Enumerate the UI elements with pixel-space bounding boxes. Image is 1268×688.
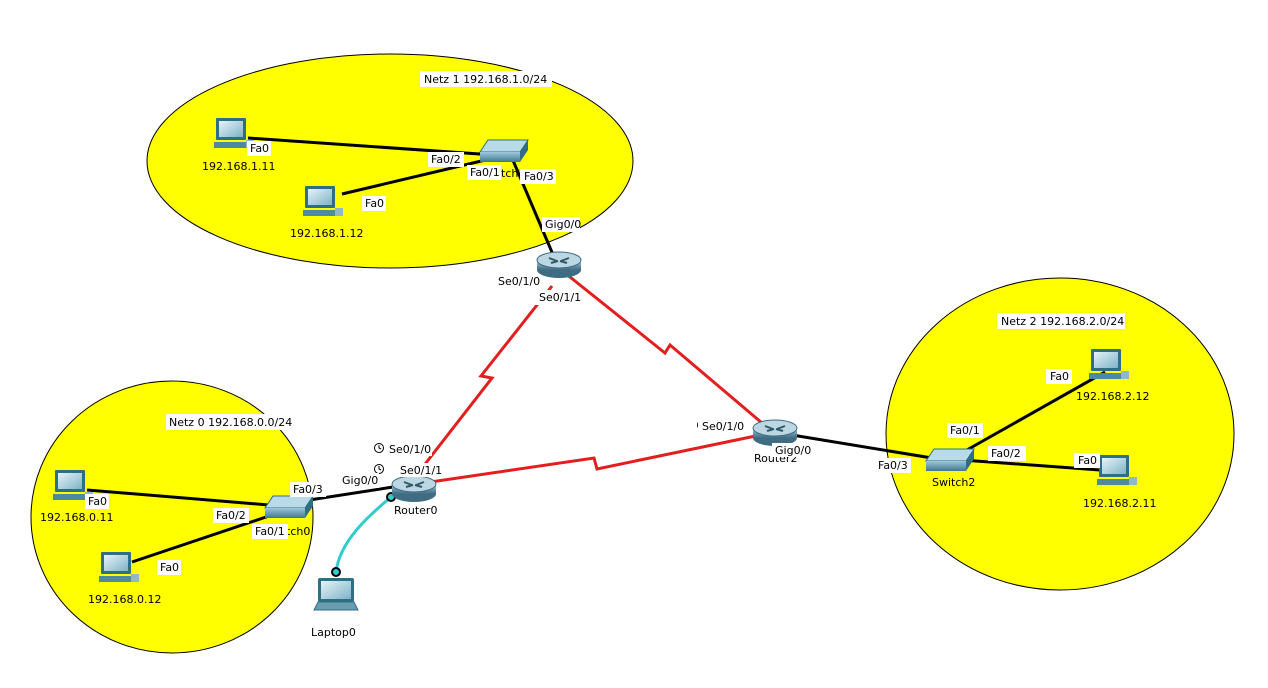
pc-icon[interactable] [99, 552, 139, 582]
port-label: Fa0/2 [431, 153, 461, 166]
port-label: Gig0/0 [342, 474, 378, 487]
port-label: Fa0 [160, 561, 179, 574]
device-label-pc-1-12: 192.168.1.12 [290, 227, 363, 240]
switch-icon[interactable] [479, 139, 529, 162]
port-label: Fa0/1 [470, 166, 500, 179]
device-label-switch0: tch0 [286, 525, 310, 538]
port-label: Fa0 [250, 142, 269, 155]
link-pc112-switch1[interactable] [341, 156, 495, 196]
device-label-switch1: tch1 [501, 167, 525, 180]
clock-icon [374, 464, 384, 474]
console-cable-laptop0-router0[interactable] [334, 495, 392, 573]
router-icon[interactable] [391, 475, 437, 502]
link-pc011-switch0[interactable] [86, 488, 270, 507]
pc-icon[interactable] [214, 118, 254, 148]
laptop-icon[interactable] [313, 578, 359, 611]
port-label: Fa0 [88, 495, 107, 508]
switch-icon[interactable] [925, 448, 975, 471]
network-label-1: Netz 1 192.168.1.0/24 [424, 73, 547, 86]
network-label-0: Netz 0 192.168.0.0/24 [169, 416, 292, 429]
port-label: Fa0 [365, 197, 384, 210]
device-label-pc-1-11: 192.168.1.11 [202, 160, 275, 173]
port-label: Fa0/2 [216, 509, 246, 522]
console-endpoint-laptop [331, 567, 341, 577]
port-label: Se0/1/1 [400, 464, 442, 477]
network-label-2: Netz 2 192.168.2.0/24 [1001, 315, 1124, 328]
port-label: Se0/1/0 [498, 275, 540, 288]
serial-link-router1-router2[interactable] [564, 271, 776, 436]
device-label-pc-2-12: 192.168.2.12 [1076, 390, 1149, 403]
port-label: Se0/1/1 [539, 291, 581, 304]
port-label: Fa0/2 [991, 447, 1021, 460]
port-label: Fa0 [1078, 454, 1097, 467]
port-label: Fa0 [1050, 370, 1069, 383]
port-label: Fa0/3 [878, 459, 908, 472]
port-label: Se0/1/0 [389, 443, 431, 456]
pc-icon[interactable] [1089, 349, 1129, 379]
switch-icon[interactable] [264, 495, 314, 518]
device-label-switch2: Switch2 [932, 476, 975, 489]
port-label: Gig0/0 [775, 444, 811, 457]
port-label: Fa0/1 [950, 424, 980, 437]
clock-icon [374, 443, 384, 453]
device-label-pc-0-11: 192.168.0.11 [40, 511, 113, 524]
serial-link-router0-router2[interactable] [409, 431, 771, 487]
link-switch1-router1[interactable] [510, 157, 556, 258]
network-area-0 [30, 380, 314, 654]
device-label-pc-2-11: 192.168.2.11 [1083, 497, 1156, 510]
pc-icon[interactable] [53, 470, 93, 500]
port-label: Gig0/0 [545, 218, 581, 231]
port-label: Fa0/3 [524, 170, 554, 183]
serial-link-router1-router0[interactable] [406, 285, 554, 487]
link-switch2-pc211[interactable] [961, 458, 1101, 472]
device-label-laptop0: Laptop0 [311, 626, 356, 639]
router-icon[interactable] [536, 251, 582, 278]
port-label: Se0/1/0 [702, 420, 744, 433]
device-label-router0: Router0 [394, 504, 437, 517]
port-label: Fa0/1 [255, 525, 285, 538]
device-label-pc-0-12: 192.168.0.12 [88, 593, 161, 606]
pc-icon[interactable] [303, 186, 343, 216]
link-switch2-pc212[interactable] [957, 370, 1106, 457]
port-label: Fa0/3 [293, 483, 323, 496]
router-icon[interactable] [752, 419, 798, 446]
network-area-1 [146, 53, 634, 269]
pc-icon[interactable] [1097, 455, 1137, 485]
link-router2-switch2[interactable] [785, 432, 939, 461]
network-area-2 [885, 277, 1235, 591]
